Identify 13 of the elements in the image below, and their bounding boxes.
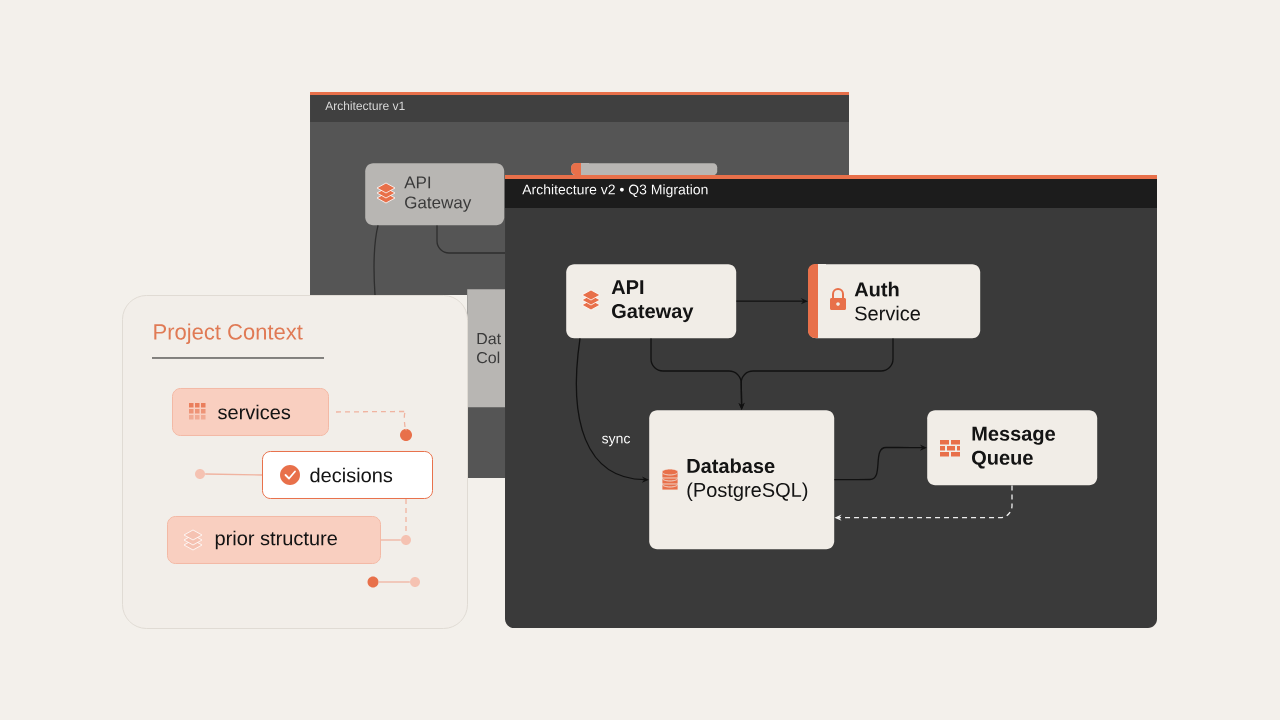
service-box xyxy=(571,163,718,176)
tag-chip: services xyxy=(172,388,329,436)
service-box: Auth Service xyxy=(808,264,981,339)
service-box: Dat Col xyxy=(467,289,506,408)
service-box: API Gateway xyxy=(566,264,737,339)
arrow xyxy=(833,444,927,481)
tag-chip: prior structure xyxy=(167,516,381,564)
service-box: Database (PostgreSQL) xyxy=(649,410,835,550)
tag-chip: decisions xyxy=(262,451,433,499)
window: Architecture v1 xyxy=(310,92,849,122)
edge-label: sync xyxy=(600,434,632,448)
service-box: API Gateway xyxy=(365,163,505,226)
service-box: Message Queue xyxy=(927,410,1098,486)
